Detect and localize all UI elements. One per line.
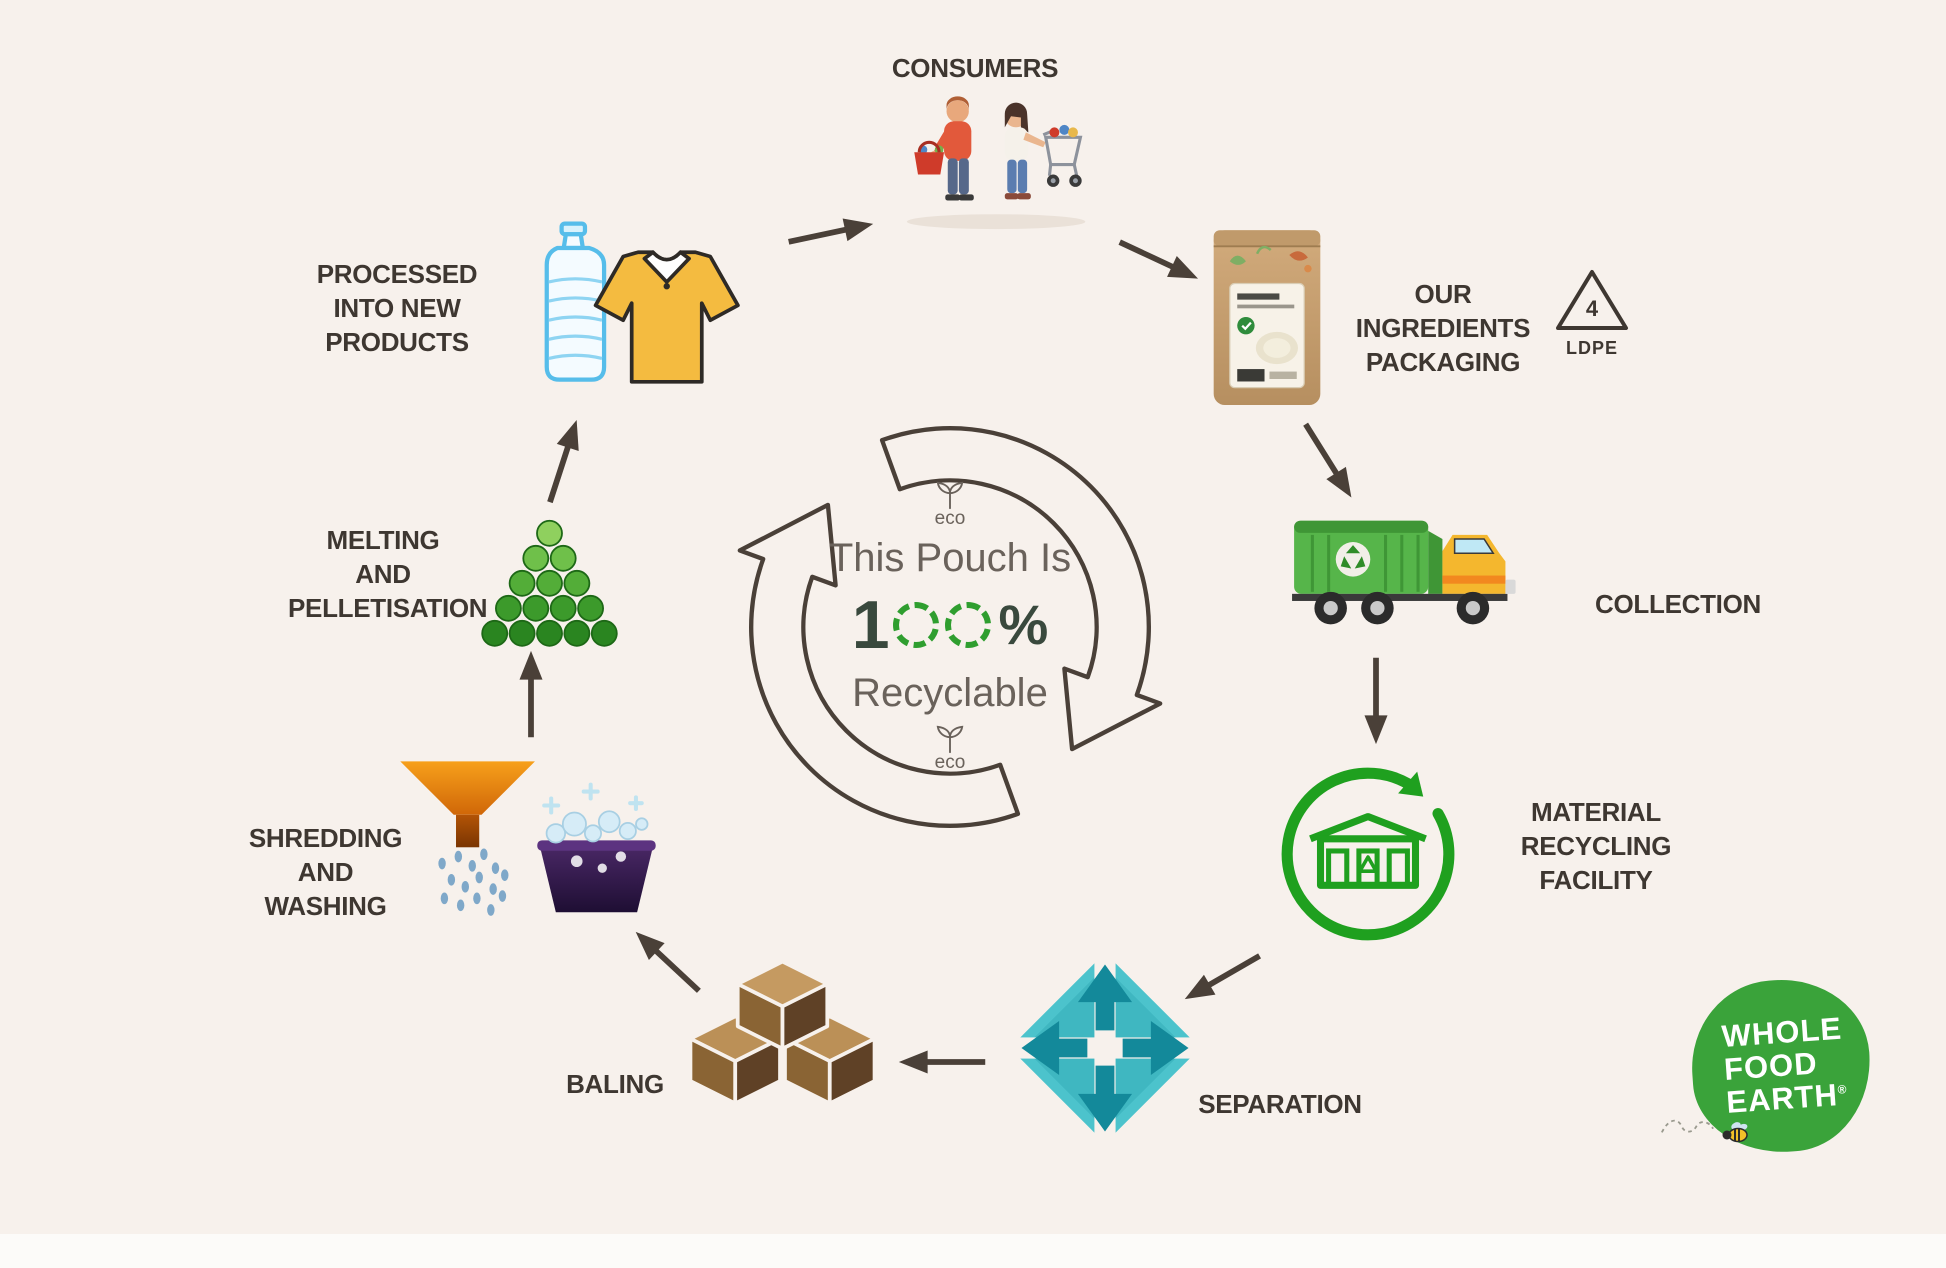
eco-label-bottom: eco bbox=[934, 752, 966, 773]
separation-label: SEPARATION bbox=[1198, 1089, 1362, 1119]
ldpe-text: LDPE bbox=[1565, 338, 1618, 358]
arrow-separation-to-baling-icon bbox=[895, 1046, 991, 1078]
percent-zero-icon bbox=[944, 602, 991, 648]
bee-trail-icon bbox=[1660, 1112, 1724, 1145]
consumers-shoppers-icon bbox=[887, 90, 1104, 233]
separation-icon bbox=[1005, 948, 1205, 1148]
ldpe-recycling-badge: 4 LDPE bbox=[1552, 266, 1632, 359]
products-label: PROCESSED INTO NEW PRODUCTS bbox=[316, 259, 478, 357]
collection-label: COLLECTION bbox=[1595, 589, 1761, 619]
eco-badge-bottom: eco bbox=[933, 724, 967, 774]
baling-label: BALING bbox=[566, 1069, 664, 1099]
material-recycling-facility-icon bbox=[1272, 758, 1464, 950]
eco-leaf-icon bbox=[936, 725, 964, 754]
arrow-baling-to-shredding-icon bbox=[622, 918, 714, 1007]
arrow-shredding-to-melting-icon bbox=[515, 647, 547, 743]
percent-sign: % bbox=[998, 593, 1049, 656]
pellets-pyramid-icon bbox=[478, 519, 621, 650]
mrf-label: MATERIAL RECYCLING FACILITY bbox=[1520, 797, 1672, 895]
registered-mark: ® bbox=[1837, 1082, 1847, 1098]
bee-icon bbox=[1718, 1120, 1752, 1151]
arrow-packaging-to-collection-icon bbox=[1289, 411, 1367, 509]
arrow-consumers-to-packaging-icon bbox=[1108, 225, 1209, 295]
eco-leaf-icon bbox=[936, 481, 964, 510]
baling-cubes-icon bbox=[683, 954, 882, 1116]
claim-percent: 1 % bbox=[852, 591, 1049, 659]
arrow-collection-to-mrf-icon bbox=[1360, 652, 1392, 748]
new-products-bottle-shirt-icon bbox=[534, 215, 757, 401]
eco-badge-top: eco bbox=[933, 480, 967, 530]
melting-label: MELTING AND PELLETISATION bbox=[288, 525, 488, 623]
whole-food-earth-logo: WHOLE FOOD EARTH® bbox=[1660, 972, 1890, 1172]
consumers-label: CONSUMERS bbox=[891, 53, 1059, 83]
center-claim: eco This Pouch Is 1 % Recyclable eco bbox=[714, 391, 1186, 863]
eco-label-top: eco bbox=[934, 508, 966, 529]
shredding-washing-icon bbox=[391, 745, 658, 931]
shredding-label: SHREDDING AND WASHING bbox=[248, 823, 403, 921]
ldpe-number: 4 bbox=[1585, 296, 1599, 321]
cycle-ring-icon bbox=[714, 391, 1186, 863]
percent-digit-one: 1 bbox=[851, 587, 890, 663]
bottom-margin bbox=[0, 1234, 1946, 1268]
claim-line-3: Recyclable bbox=[852, 671, 1048, 715]
claim-line-1: This Pouch Is bbox=[828, 536, 1072, 580]
arrow-mrf-to-separation-icon bbox=[1173, 939, 1272, 1015]
percent-zero-icon bbox=[892, 602, 939, 648]
arrow-melting-to-products-icon bbox=[533, 411, 593, 512]
pouch-packaging-icon bbox=[1205, 224, 1329, 410]
recycling-triangle-icon bbox=[1556, 270, 1628, 330]
garbage-truck-icon bbox=[1288, 500, 1542, 643]
arrow-products-to-consumers-icon bbox=[780, 207, 881, 258]
packaging-label: OUR INGREDIENTS PACKAGING bbox=[1355, 279, 1531, 377]
